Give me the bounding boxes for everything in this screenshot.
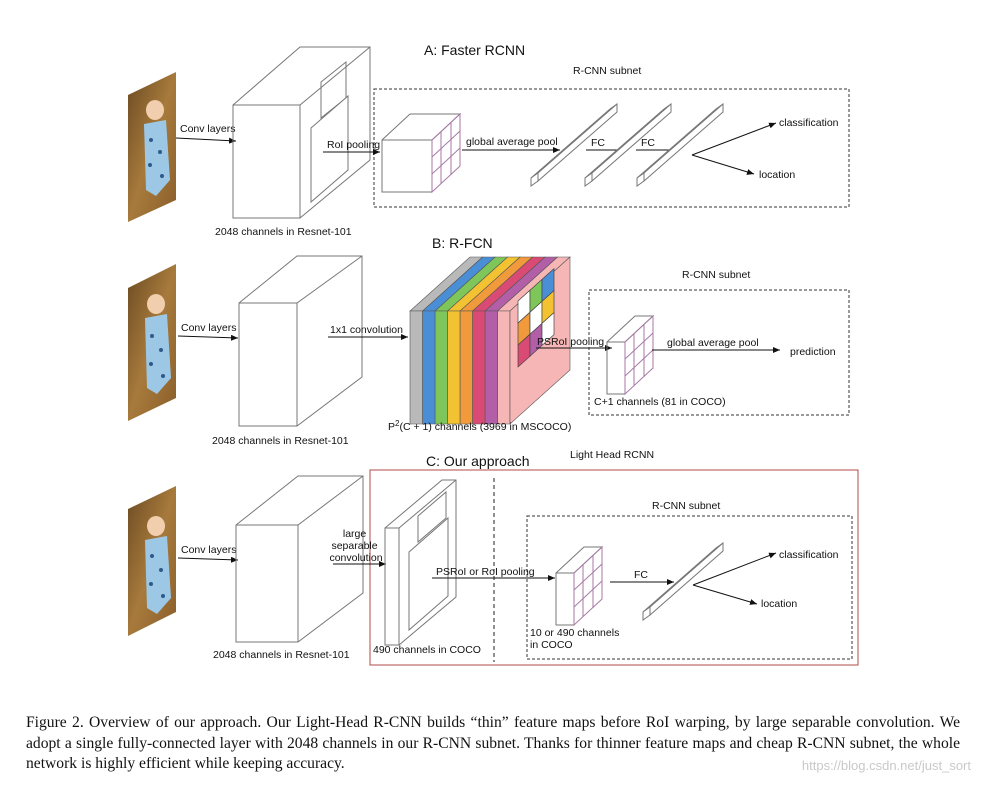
fc-label-a1: FC [591, 137, 605, 149]
conv-layers-label-a: Conv layers [180, 123, 235, 135]
rcnn-subnet-label-c: R-CNN subnet [652, 500, 720, 512]
light-head-frame [369, 469, 859, 666]
channels-label-a: 2048 channels in Resnet-101 [215, 226, 352, 238]
global-avg-pool-label-b: global average pool [667, 337, 759, 349]
classification-label-c: classification [779, 549, 839, 561]
global-avg-pool-label-a: global average pool [466, 136, 558, 148]
rcnn-subnet-label-b: R-CNN subnet [682, 269, 750, 281]
psroi-bin [541, 311, 555, 347]
psroi-or-roi-label-c: PSRoI or RoI pooling [436, 566, 535, 578]
thin-channels-label-c: 490 channels in COCO [373, 644, 481, 656]
feature-map-block-a [232, 46, 371, 219]
fc-bar-a2 [584, 102, 672, 187]
fc-label-a2: FC [641, 137, 655, 149]
rcnn-subnet-frame-b [588, 289, 850, 416]
score-map-slice-front [434, 310, 448, 425]
score-map-slice-front [447, 310, 461, 425]
out-channels-label-b: C+1 channels (81 in COCO) [594, 396, 726, 408]
light-head-label: Light Head RCNN [570, 449, 654, 461]
score-maps-b [409, 256, 571, 425]
fc-bar-c [642, 541, 724, 621]
location-label-c: location [761, 598, 797, 610]
rcnn-subnet-label-a: R-CNN subnet [573, 65, 641, 77]
score-maps-caption-b: P2(C + 1) channels (3969 in MSCOCO) [388, 419, 571, 433]
thin-feature-map-c [384, 479, 457, 646]
pooled-cube-c [555, 545, 604, 627]
conv-layers-label-c: Conv layers [181, 544, 236, 556]
roi-pooling-label-a: RoI pooling [327, 139, 380, 151]
score-map-slice-front [472, 310, 486, 425]
feature-map-block-c [235, 475, 364, 643]
psroi-pooling-label-b: PSRoI pooling [537, 336, 604, 348]
input-photo-b [128, 264, 176, 421]
input-photo-a [128, 72, 176, 222]
location-label-a: location [759, 169, 795, 181]
watermark: https://blog.csdn.net/just_sort [801, 758, 971, 773]
prediction-label-b: prediction [790, 346, 836, 358]
score-map-slice-front [484, 310, 498, 425]
rcnn-subnet-frame-a [373, 88, 850, 208]
rcnn-subnet-frame-c [526, 515, 853, 660]
fc-bar-a3 [636, 102, 724, 187]
classification-label-a: classification [779, 117, 839, 129]
section-c-title: C: Our approach [426, 453, 530, 469]
feature-map-block-b [238, 255, 363, 427]
figure-caption: Figure 2. Overview of our approach. Our … [26, 714, 960, 772]
channels-label-b: 2048 channels in Resnet-101 [212, 435, 349, 447]
section-a-title: A: Faster RCNN [424, 42, 525, 58]
score-map-slice-front [409, 310, 423, 425]
score-map-slice-front [422, 310, 436, 425]
fc-bar-a1 [530, 102, 618, 187]
pooled-cube-a [381, 112, 462, 194]
input-photo-c [128, 486, 176, 636]
conv-layers-label-b: Conv layers [181, 322, 236, 334]
pooled-cube-b [606, 314, 655, 396]
pooled-channels-label-c: 10 or 490 channels in COCO [530, 627, 622, 651]
section-r-fcn: B: R-FCN Conv layers 2048 channels in Re… [128, 235, 850, 447]
fc-label-c: FC [634, 569, 648, 581]
large-sep-conv-label-c: large separable convolution [329, 528, 382, 564]
section-our-approach: C: Our approach Light Head RCNN Conv lay… [128, 449, 859, 666]
architecture-diagram: A: Faster RCNN Conv layers 2048 channels… [128, 42, 859, 666]
score-map-slice-front [459, 310, 473, 425]
section-b-title: B: R-FCN [432, 235, 493, 251]
score-map-slice-front [497, 310, 511, 425]
conv1x1-label-b: 1x1 convolution [330, 324, 403, 336]
section-faster-rcnn: A: Faster RCNN Conv layers 2048 channels… [128, 42, 850, 238]
channels-label-c: 2048 channels in Resnet-101 [213, 649, 350, 661]
